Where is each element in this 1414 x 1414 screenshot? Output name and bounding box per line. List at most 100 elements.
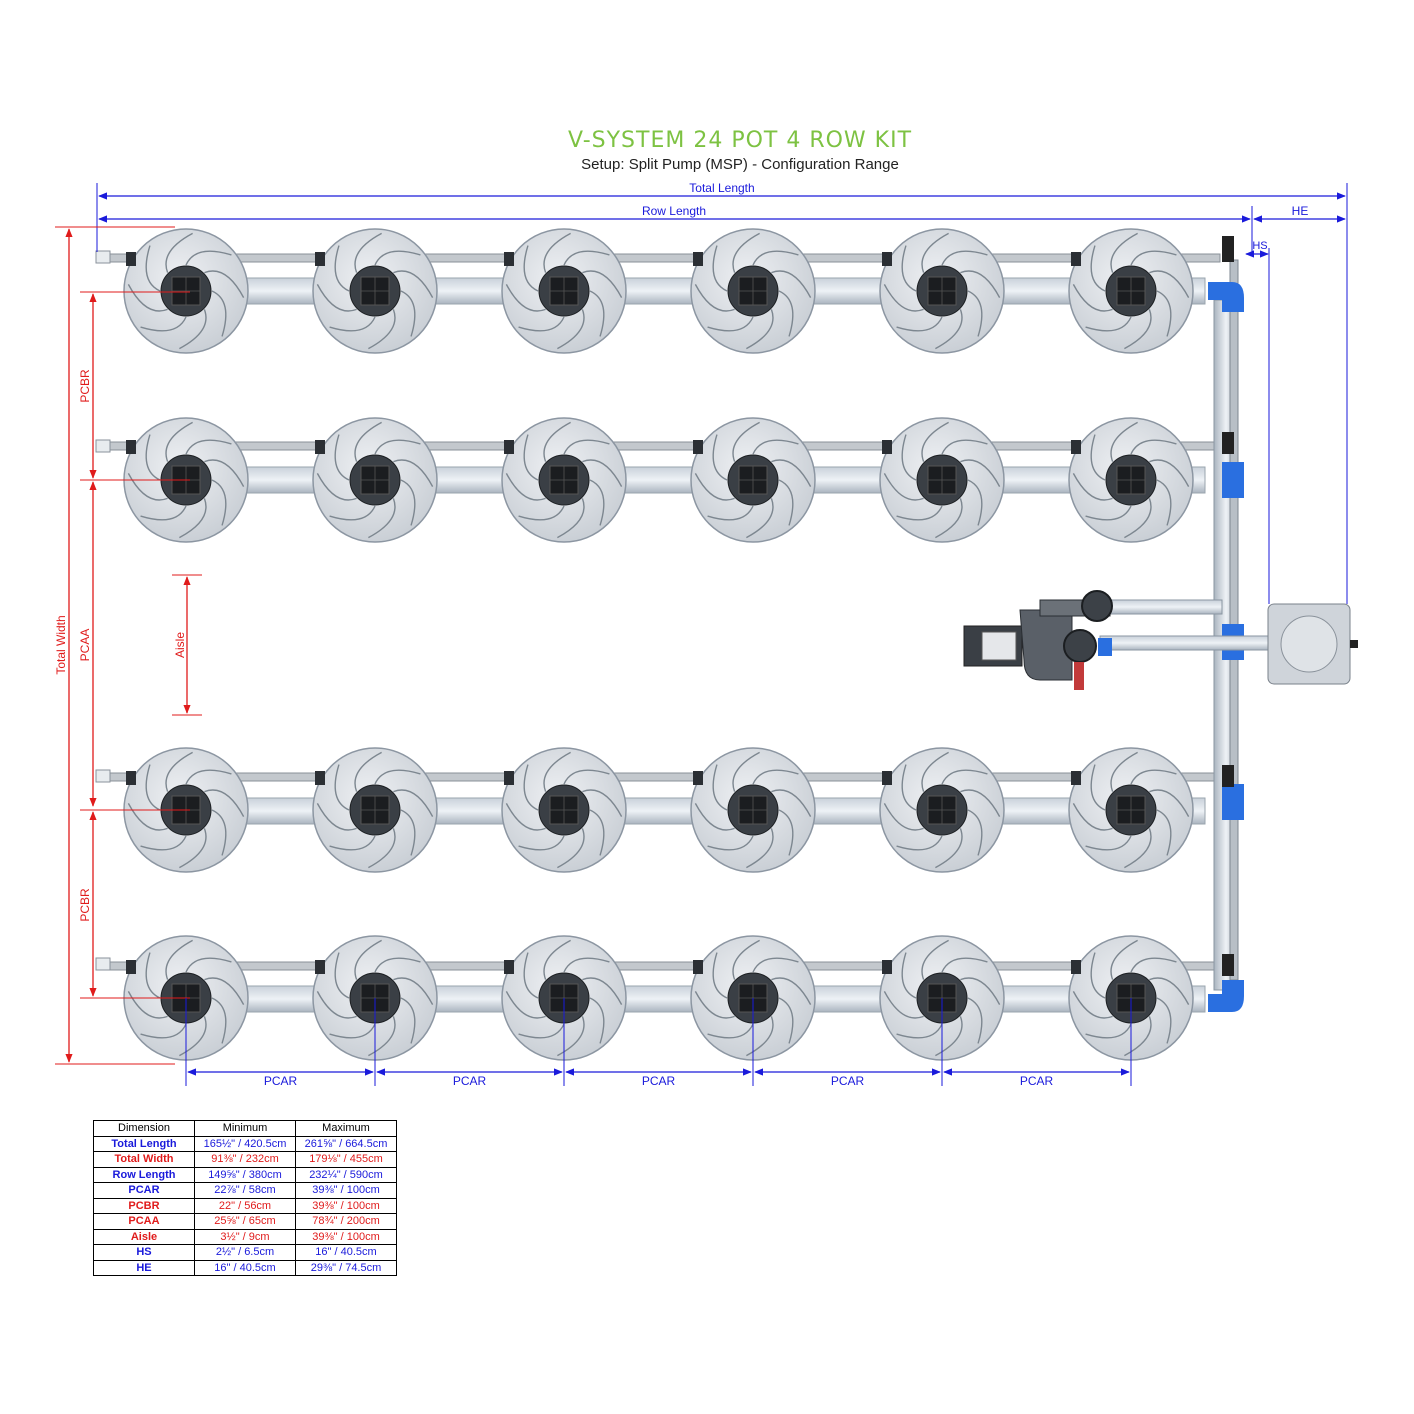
pot-vane — [145, 952, 161, 999]
pot-vane — [393, 459, 434, 487]
dimension-table: Dimension Minimum Maximum Total Length 1… — [93, 1120, 397, 1276]
dimension-max: 232¼" / 590cm — [295, 1166, 397, 1183]
feed-valve — [315, 960, 325, 974]
feed-valve — [126, 960, 136, 974]
pot-vane — [543, 232, 571, 273]
feed-valve — [693, 960, 703, 974]
pot-vane — [329, 505, 376, 521]
aisle-label: Aisle — [173, 632, 187, 658]
pump-feed-pipe — [1109, 599, 1223, 615]
pot-vane — [316, 991, 357, 1019]
pot-vane — [746, 828, 774, 869]
feed-valve — [1071, 960, 1081, 974]
dimension-max: 78¾" / 200cm — [295, 1213, 397, 1230]
pot-vane — [883, 473, 924, 501]
pump-valve-red — [1074, 662, 1084, 690]
pot-vane — [935, 1016, 963, 1057]
pot — [501, 417, 627, 543]
pot-vane — [1130, 250, 1177, 266]
pot-vane — [967, 479, 983, 526]
pot-vane — [1085, 505, 1132, 521]
pot-vane — [707, 1023, 754, 1039]
feed-valve — [126, 252, 136, 266]
dimension-max: 39⅜" / 100cm — [295, 1228, 397, 1245]
pot-vane — [1156, 809, 1172, 856]
header-dimension: Dimension — [93, 1120, 195, 1137]
pot-vane — [883, 991, 924, 1019]
pot — [123, 228, 249, 354]
total-length-label: Total Length — [689, 181, 754, 195]
pot-vane — [707, 505, 754, 521]
pot-vane — [505, 991, 546, 1019]
pot-vane — [127, 473, 168, 501]
pot-vane — [354, 939, 382, 980]
pot-vane — [179, 498, 207, 539]
pump-body — [1019, 609, 1073, 681]
pot-vane — [140, 1023, 187, 1039]
dimension-labels: Total Length Row Length HE HS Total Widt… — [54, 181, 1308, 922]
pot-vane — [1149, 270, 1190, 298]
pot-vane — [589, 290, 605, 337]
pot-vane — [941, 769, 988, 785]
pot-vane — [1110, 421, 1138, 462]
dimension-max: 261⅝" / 664.5cm — [295, 1135, 397, 1152]
pot-vane — [400, 997, 416, 1044]
pump-gauge-top — [1081, 590, 1113, 622]
pot-vane — [1130, 769, 1177, 785]
plumbing — [99, 236, 1276, 1013]
feed-valve — [693, 771, 703, 785]
pot-vane — [543, 751, 571, 792]
feed-valve — [1071, 771, 1081, 785]
dimension-max: 39⅜" / 100cm — [295, 1197, 397, 1214]
dimension-min: 2½" / 6.5cm — [194, 1244, 296, 1261]
pot-vane — [1072, 473, 1113, 501]
pot-vane — [1124, 309, 1152, 350]
pot-vane — [960, 270, 1001, 298]
table-row: Total Width 91⅜" / 232cm 179⅛" / 455cm — [93, 1151, 397, 1168]
table-row: Aisle 3½" / 9cm 39⅜" / 100cm — [93, 1228, 397, 1245]
feed-valve — [882, 960, 892, 974]
pot-vane — [1149, 977, 1190, 1005]
pot-vane — [354, 421, 382, 462]
pot-vane — [211, 290, 227, 337]
row-end-cap — [95, 250, 111, 264]
pot-vane — [140, 316, 187, 332]
pot-vane — [1149, 789, 1190, 817]
diagram-title: V-SYSTEM 24 POT 4 ROW KIT — [567, 128, 913, 153]
pcaa-label: PCAA — [78, 629, 92, 662]
pump-assembly — [963, 590, 1113, 690]
pot-vane — [334, 434, 350, 481]
pot-vane — [1072, 991, 1113, 1019]
pot-vane — [1124, 1016, 1152, 1057]
feed-valve — [1071, 440, 1081, 454]
pot-vane — [543, 421, 571, 462]
pot-vane — [712, 434, 728, 481]
pot-vane — [400, 479, 416, 526]
pot-vane — [1085, 316, 1132, 332]
pot-vane — [334, 952, 350, 999]
row-4-feed-line — [99, 961, 1221, 971]
pot-vane — [329, 1023, 376, 1039]
pot-vane — [941, 957, 988, 973]
pot-vane — [393, 789, 434, 817]
pot — [312, 747, 438, 873]
table-row: HS 2½" / 6.5cm 16" / 40.5cm — [93, 1244, 397, 1261]
pot-vane — [354, 232, 382, 273]
total-width-label: Total Width — [54, 615, 68, 674]
pot-vane — [1072, 803, 1113, 831]
pot-vane — [901, 952, 917, 999]
pot-vane — [316, 473, 357, 501]
pot-vane — [185, 957, 232, 973]
pot-vane — [941, 250, 988, 266]
valve-top — [1222, 236, 1234, 262]
pot-vane — [204, 789, 245, 817]
pcar-label: PCAR — [264, 1074, 298, 1088]
feed-valve — [882, 252, 892, 266]
tee-row-3 — [1222, 784, 1244, 820]
feed-valve — [126, 771, 136, 785]
feed-valve — [315, 440, 325, 454]
pot-vane — [145, 764, 161, 811]
dimension-name: PCAA — [93, 1213, 195, 1230]
pot-vane — [543, 939, 571, 980]
